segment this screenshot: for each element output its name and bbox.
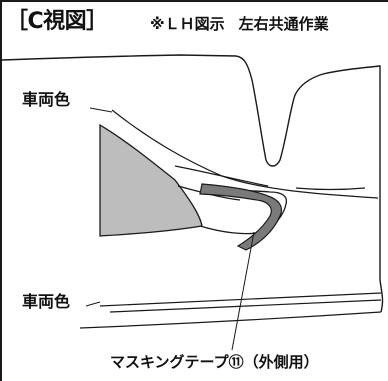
leader-masking-tape bbox=[231, 231, 255, 351]
body-color-label-upper: 車両色 bbox=[22, 90, 71, 109]
contour-line-middle bbox=[174, 165, 269, 187]
surface-line-lower-b bbox=[109, 299, 382, 313]
shared-work-note: 左右共通作業 bbox=[238, 15, 329, 33]
body-panel bbox=[99, 123, 203, 237]
frame-left-rule bbox=[0, 0, 2, 381]
view-label: ［C視図］ bbox=[6, 9, 108, 34]
body-color-label-lower: 車両色 bbox=[22, 292, 71, 311]
surface-line-lower-c bbox=[79, 311, 382, 329]
frame-top-rule bbox=[0, 0, 388, 2]
view-note: ※ＬＨ図示左右共通作業 bbox=[150, 14, 329, 34]
parts-outline-upper bbox=[1, 54, 384, 313]
leader-upper-body-color bbox=[89, 107, 113, 113]
contour-line-short bbox=[295, 187, 366, 191]
surface-line-lower-a bbox=[99, 292, 382, 307]
lh-illustrated-note: ※ＬＨ図示 bbox=[150, 15, 225, 33]
masking-tape-strip bbox=[199, 183, 283, 251]
leader-lower-body-color bbox=[85, 301, 101, 307]
masking-tape-label: マスキングテープ⑪（外側用） bbox=[110, 353, 319, 371]
